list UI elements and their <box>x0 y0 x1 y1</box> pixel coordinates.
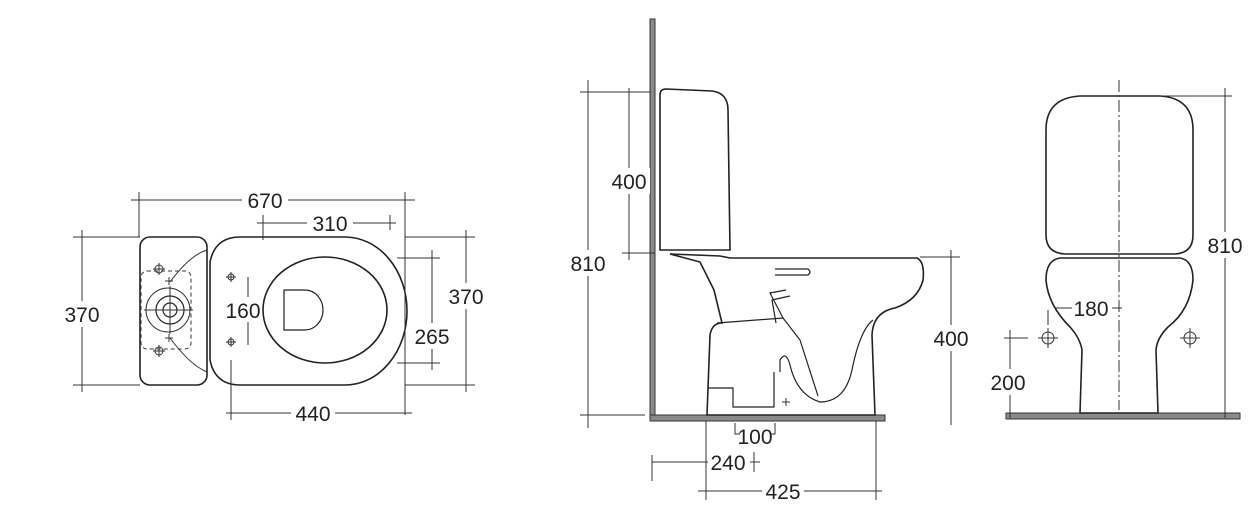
front-fixing-holes <box>1038 328 1200 348</box>
side-fixing-mark <box>782 398 790 406</box>
trapway-lower <box>779 319 874 403</box>
plan-cistern <box>139 236 208 386</box>
floor-front <box>1005 412 1241 420</box>
dim-fixing-spacing-front: 180 <box>1073 298 1108 321</box>
dim-outlet-from-wall: 240 <box>710 452 745 475</box>
dim-seat-width: 265 <box>414 326 449 349</box>
plan-view: 670 310 370 370 265 160 440 <box>60 188 488 426</box>
dim-total-height-front: 810 <box>1207 235 1242 258</box>
dim-fixing-spacing: 160 <box>225 300 260 323</box>
wall <box>649 18 656 422</box>
dim-total-height-side: 810 <box>570 253 605 276</box>
floor-side <box>649 414 886 422</box>
side-view: 810 400 400 100 240 425 <box>566 18 973 504</box>
dim-cistern-height: 400 <box>611 171 646 194</box>
dim-fixing-height: 200 <box>990 372 1025 395</box>
cistern-fixing-holes <box>153 263 173 357</box>
dim-fixing-to-front: 310 <box>312 213 347 236</box>
side-bowl <box>669 253 925 416</box>
dim-outlet-offset: 100 <box>737 426 772 449</box>
dimension-lines-front <box>1004 88 1232 418</box>
outlet-spigot <box>708 372 775 408</box>
trapway-upper <box>716 289 819 397</box>
bowl-fixing-holes <box>226 272 236 347</box>
dim-base-depth: 425 <box>765 481 800 504</box>
flush-valve-cross <box>144 286 193 334</box>
plan-seat-opening <box>262 256 388 364</box>
dim-rim-height: 400 <box>933 328 968 351</box>
dim-width-right: 370 <box>448 286 483 309</box>
plan-outlet <box>283 289 324 331</box>
cistern-flow-lines <box>169 249 208 373</box>
side-cistern <box>659 88 731 251</box>
seat-hinge <box>775 268 811 276</box>
front-view: 810 180 200 <box>988 80 1248 420</box>
dim-width-left: 370 <box>64 304 99 327</box>
dim-bowl-length: 440 <box>295 403 330 426</box>
dim-overall-length: 670 <box>247 190 282 213</box>
